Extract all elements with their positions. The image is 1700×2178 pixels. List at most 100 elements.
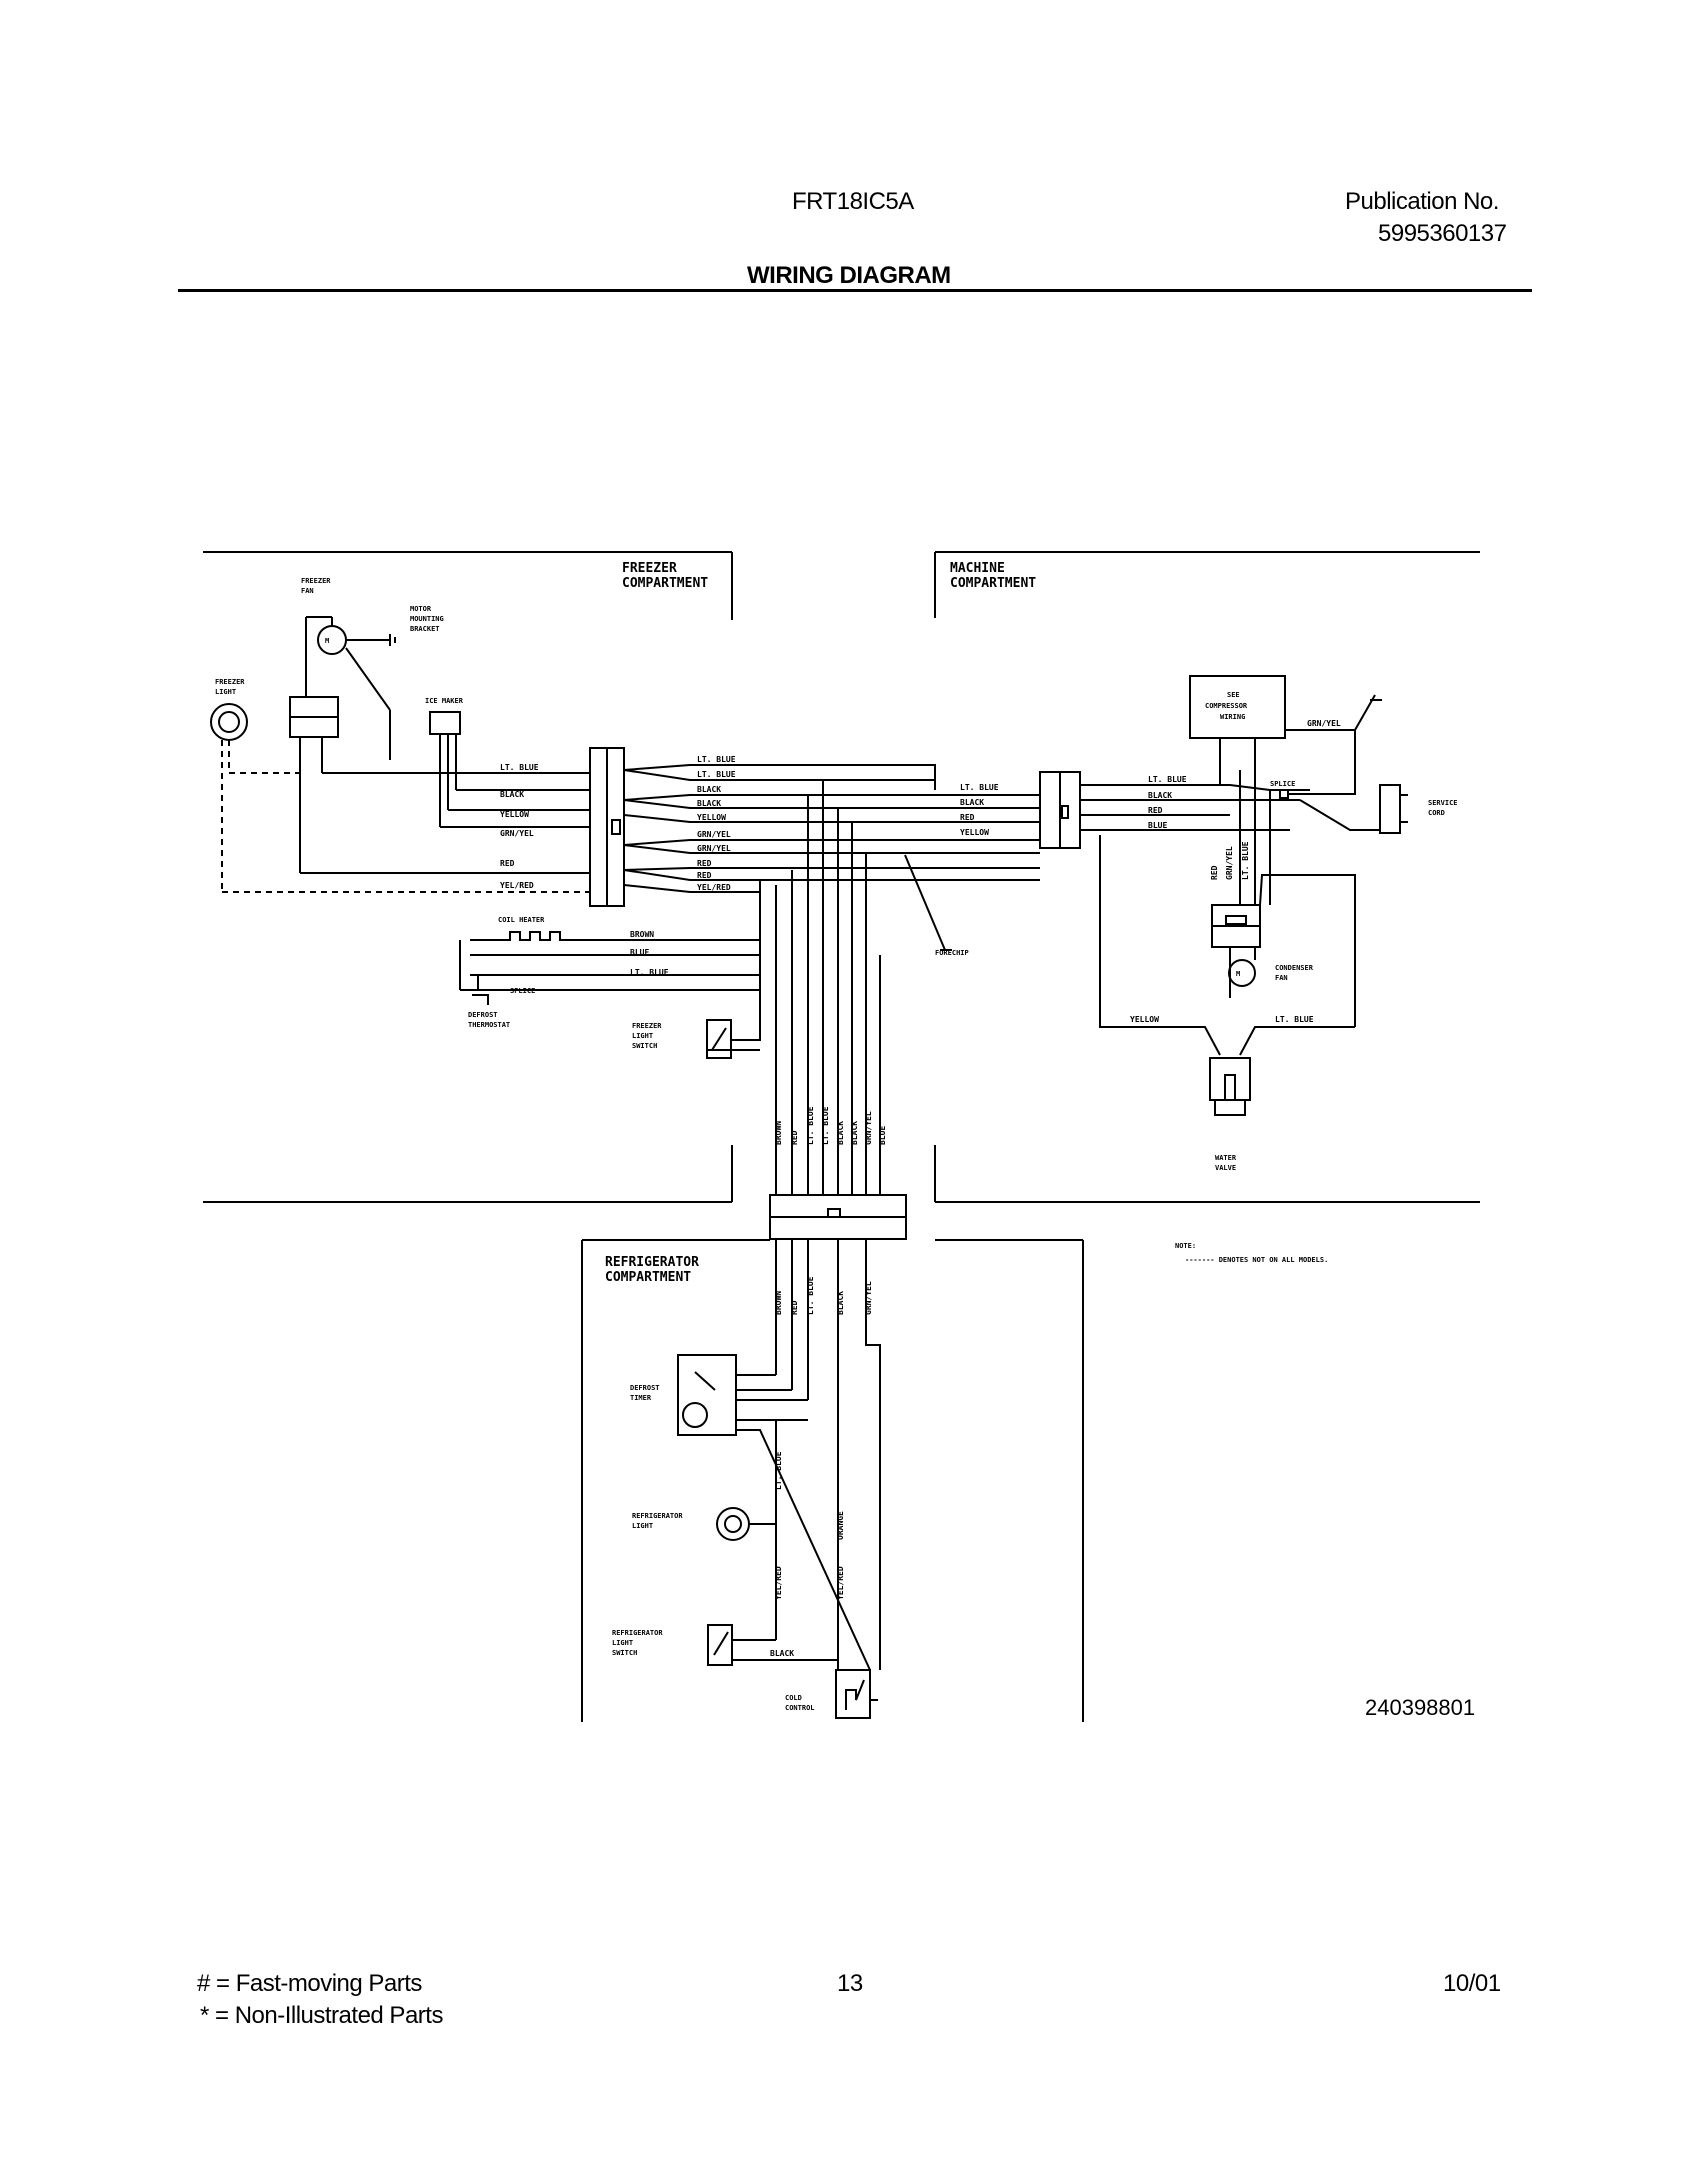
refrigerator-wire-bundle [775, 1239, 881, 1670]
refrigerator-light-switch-label-2: LIGHT [612, 1639, 633, 1647]
wire-label: LT. BLUE [960, 783, 999, 792]
revision-date: 10/01 [1443, 1970, 1501, 1997]
refrigerator-light-switch-label: REFRIGERATOR [612, 1629, 663, 1637]
wire-label: GRN/YEL [1225, 846, 1234, 880]
wire-label: GRN/YEL [500, 829, 534, 838]
motor-bracket-label: MOTOR [410, 605, 432, 613]
refrigerator-light-label: REFRIGERATOR [632, 1512, 683, 1520]
defrost-timer-label-2: TIMER [630, 1394, 652, 1402]
wire-label: BLACK [836, 1291, 845, 1315]
wire-label: YELLOW [697, 813, 726, 822]
wire-label: BROWN [774, 1291, 783, 1315]
motor-bracket-label-3: BRACKET [410, 625, 440, 633]
service-cord-plug [1379, 784, 1401, 834]
water-valve-solenoid [1209, 1057, 1251, 1101]
dashed-optional-wires [221, 740, 590, 893]
legend-non-illustrated: * = Non-Illustrated Parts [200, 2002, 443, 2029]
header-rule [178, 289, 1532, 292]
legend-fast-moving: # = Fast-moving Parts [197, 1970, 422, 1997]
wire-label: BROWN [774, 1121, 783, 1145]
wire-label: RED [1148, 806, 1163, 815]
defrost-thermostat-symbol [472, 975, 489, 1005]
note-label: NOTE: [1175, 1242, 1196, 1250]
page-title: WIRING DIAGRAM [747, 262, 951, 289]
service-cord-label: SERVICE [1428, 799, 1458, 807]
freezer-light-label: FREEZER [215, 678, 245, 686]
wire-label: RED [790, 1300, 799, 1315]
wire-label: LT. BLUE [1275, 1015, 1314, 1024]
forechip-label: FORECHIP [935, 949, 969, 957]
defrost-timer-motor [682, 1402, 708, 1428]
compressor-wiring-label-3: WIRING [1220, 713, 1245, 721]
freezer-light-switch-label: FREEZER [632, 1022, 662, 1030]
wire-label: RED [697, 871, 712, 880]
model-number: FRT18IC5A [792, 188, 914, 215]
wire-label: BLUE [878, 1126, 887, 1145]
defrost-timer-label: DEFROST [630, 1384, 660, 1392]
freezer-section-title: FREEZER [622, 561, 677, 576]
refrigerator-light-switch-label-3: SWITCH [612, 1649, 637, 1657]
wire-label: RED [500, 859, 515, 868]
machine-splice-label: SPLICE [1270, 780, 1295, 788]
coil-heater-label: COIL HEATER [498, 916, 545, 924]
machine-frame [934, 551, 1480, 1203]
splice-label: SPLICE [510, 987, 535, 995]
wire-label: LT. BLUE [806, 1106, 815, 1145]
condenser-fan-label: CONDENSER [1275, 964, 1314, 972]
wire-label: BLACK [770, 1649, 794, 1658]
diagram-number: 240398801 [1365, 1695, 1475, 1720]
freezer-fan-label-2: FAN [301, 587, 314, 595]
refrigerator-light-switch [707, 1624, 733, 1666]
wire-label: YELLOW [960, 828, 989, 837]
compressor-wiring-box [1189, 675, 1286, 739]
condenser-fan-label-2: FAN [1275, 974, 1288, 982]
publication-number: 5995360137 [1378, 220, 1507, 247]
refrigerator-section-subtitle: COMPARTMENT [605, 1270, 691, 1285]
wire-label: BLUE [1148, 821, 1167, 830]
freezer-light-switch-label-3: SWITCH [632, 1042, 657, 1050]
svg-text:M: M [325, 637, 329, 645]
defrost-thermostat-label: DEFROST [468, 1011, 498, 1019]
note-text: ------- DENOTES NOT ON ALL MODELS. [1185, 1256, 1328, 1264]
defrost-thermostat-label-2: THERMOSTAT [468, 1021, 510, 1029]
machine-section-title: MACHINE [950, 561, 1005, 576]
wire-label: YEL/RED [500, 881, 534, 890]
wire-label: YEL/RED [697, 883, 731, 892]
wire-label: LT. BLUE [821, 1106, 830, 1145]
wire-label: BLUE [630, 948, 649, 957]
refrigerator-light-label-2: LIGHT [632, 1522, 653, 1530]
freezer-fan-label: FREEZER [301, 577, 331, 585]
water-valve-label-2: VALVE [1215, 1164, 1236, 1172]
wire-label: GRN/YEL [697, 844, 731, 853]
machine-section-subtitle: COMPARTMENT [950, 576, 1036, 591]
wire-label: LT. BLUE [630, 968, 669, 977]
cold-control-box [835, 1669, 871, 1719]
splice-box [1279, 789, 1289, 799]
wire-label: BLACK [500, 790, 524, 799]
wire-label: BLACK [836, 1121, 845, 1145]
freezer-fan-motor [317, 625, 347, 655]
wire-label: RED [697, 859, 712, 868]
vertical-wire-bundle [775, 780, 881, 1195]
wire-label: RED [960, 813, 975, 822]
cold-control-label-2: CONTROL [785, 1704, 815, 1712]
wire-label: YEL/RED [774, 1566, 783, 1600]
freezer-light-label-2: LIGHT [215, 688, 236, 696]
wire-label: BLACK [697, 785, 721, 794]
motor-bracket-label-2: MOUNTING [410, 615, 444, 623]
ice-maker-label: ICE MAKER [425, 697, 464, 705]
wire-label: GRN/YEL [1307, 719, 1341, 728]
defrost-timer-box [677, 1354, 737, 1436]
wire-label: RED [790, 1130, 799, 1145]
wire-label: LT. BLUE [806, 1276, 815, 1315]
service-cord-label-2: CORD [1428, 809, 1445, 817]
wire-label: LT. BLUE [774, 1451, 783, 1490]
page-number: 13 [837, 1970, 863, 1997]
wire-label: YELLOW [1130, 1015, 1159, 1024]
wire-label: ORANGE [836, 1511, 845, 1540]
freezer-light-switch-label-2: LIGHT [632, 1032, 653, 1040]
water-valve-label: WATER [1215, 1154, 1237, 1162]
publication-label: Publication No. [1345, 188, 1499, 215]
freezer-right-wires [623, 764, 1040, 893]
